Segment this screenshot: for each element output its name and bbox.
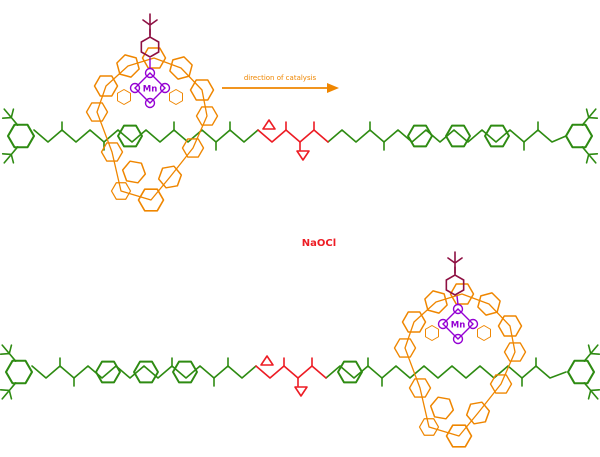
metal-label-top: Mn [143,85,158,95]
pyrrole-ring [452,333,464,345]
epoxide-ring [294,386,308,397]
epoxide-ring [262,119,276,130]
polymer-chain-segment [33,129,259,143]
top-rotaxane: Mn [0,13,600,212]
stopper-aryl-ring [564,123,594,149]
porphyrin-bottom: Mn [437,295,479,345]
porphyrin-core [442,308,474,340]
metal-axial-bond [456,295,459,305]
pyrrole-ring [159,82,171,94]
pyrrole-ring [144,97,156,109]
porphyrin-top: Mn [129,58,171,109]
cage-ring [428,395,456,421]
epoxide-ring [296,150,310,161]
pyrrole-ring [467,318,479,330]
meso-phenyl-ring [477,325,491,341]
arrow-label: direction of catalysis [244,74,317,82]
reaction-arrow: direction of catalysis [222,74,339,93]
pyrrole-ring [129,82,141,94]
tert-butyl-group [0,103,24,131]
tert-butyl-group [0,377,22,405]
tert-butyl-group [0,339,22,367]
benzene-ring [337,360,363,384]
epoxidized-chain [257,129,329,143]
methyl-substituents [285,121,315,151]
methyl-substituents [61,121,539,151]
tert-butyl-group [142,13,158,36]
tert-butyl-group [576,103,600,131]
polymer-chain-segment [325,365,567,379]
cage-skeleton [96,57,208,201]
pyrrole-ring [437,318,449,330]
metal-label-bottom: Mn [451,321,466,331]
porphyrin-core [134,72,166,104]
polymer-chain-segment [31,365,257,379]
methyl-substituents [283,357,313,387]
meso-phenyl-ring [425,325,439,341]
bottom-rotaxane: Mn [0,251,600,448]
benzene-ring [445,124,471,148]
tert-butyl-group [576,141,600,169]
meso-phenyl-ring [169,89,183,105]
cage-skeleton [404,293,516,437]
epoxidized-segment-top [257,119,329,161]
epoxide-ring [260,355,274,366]
polymer-thread-bottom [0,339,600,405]
tert-butyl-group [578,377,600,405]
stopper-aryl-ring [6,123,36,149]
macrocycle-cage-bottom [393,283,527,448]
methyl-substituents [59,357,537,387]
tert-butyl-group [447,251,463,274]
pyridine-ring [136,33,164,61]
tert-butyl-group [578,339,600,367]
macrocycle-cage-top [85,47,219,212]
epoxidized-chain [255,365,327,379]
stopper-aryl-ring [566,359,596,385]
arrow-head [327,83,339,93]
axial-ligand-top [136,13,164,61]
epoxidized-segment-bottom [255,355,327,397]
tert-butyl-group [0,141,24,169]
stopper-aryl-ring [4,359,34,385]
axial-ligand-bottom [441,251,469,299]
polymer-thread-top [0,103,600,169]
meso-phenyl-ring [117,89,131,105]
reagent-label: NaOCl [302,238,336,249]
cage-ring [120,159,148,185]
